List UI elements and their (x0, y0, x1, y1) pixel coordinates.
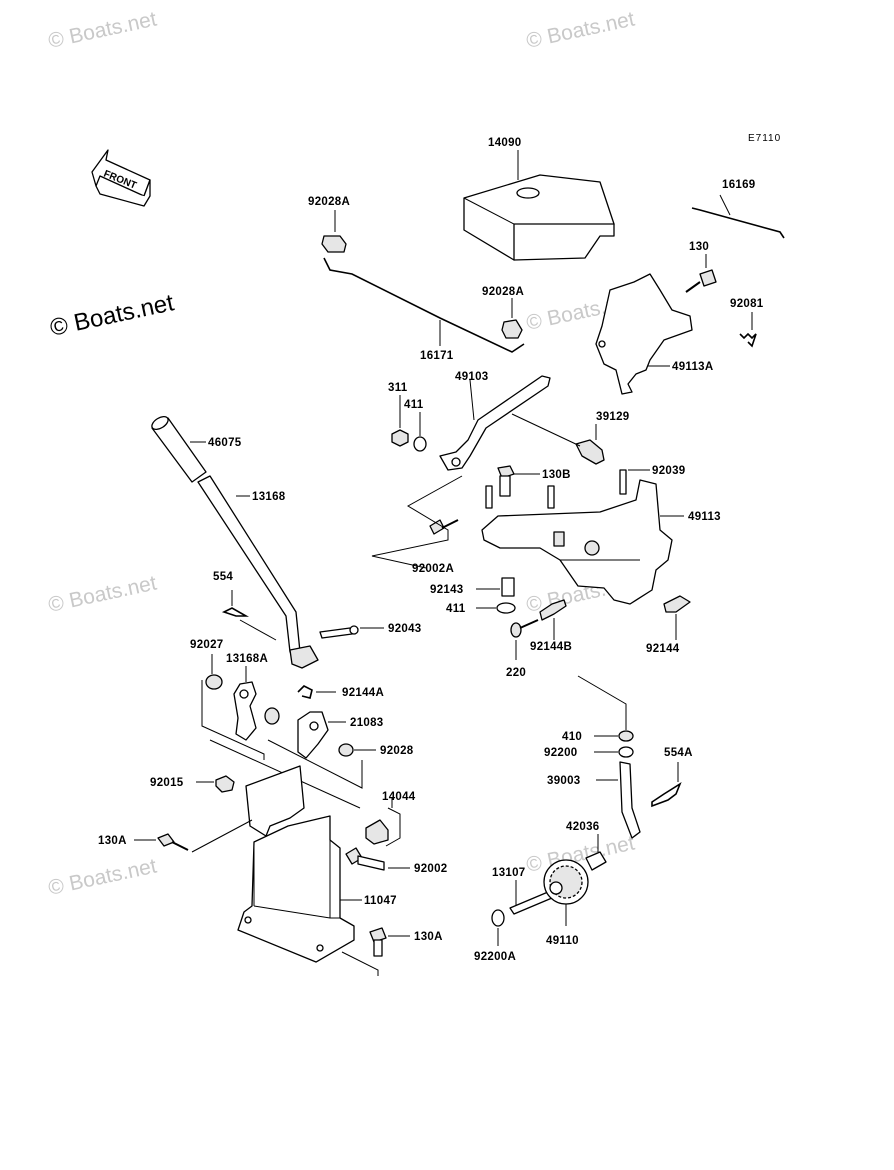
front-arrow-icon: FRONT (91, 149, 151, 207)
rod-16171 (323, 257, 525, 353)
clip-554A (651, 762, 682, 808)
label-130A: 130A (414, 931, 443, 943)
label-130A: 130A (98, 835, 127, 847)
label-92144A: 92144A (342, 687, 384, 699)
spring-92144A (297, 685, 336, 699)
label-92028A: 92028A (482, 286, 524, 298)
rod-16169 (691, 194, 785, 239)
part-labels: 14090 16169 92028A 130 92028A 92081 1617… (98, 137, 764, 963)
collar-42036 (585, 834, 607, 871)
label-410: 410 (562, 731, 582, 743)
label-92200A: 92200A (474, 951, 516, 963)
collar-92027 (205, 654, 223, 690)
clip-92028A-top (321, 210, 347, 253)
label-16171: 16171 (420, 350, 454, 362)
label-130: 130 (689, 241, 709, 253)
nut-311 (391, 395, 409, 447)
label-49110: 49110 (546, 935, 579, 947)
watermark: © Boats.net (46, 571, 159, 616)
label-92200: 92200 (544, 747, 577, 759)
label-49113: 49113 (688, 511, 721, 523)
label-311: 311 (388, 382, 408, 394)
spring-92144 (663, 595, 691, 640)
label-411: 411 (404, 399, 424, 411)
label-49113A: 49113A (672, 361, 713, 373)
label-14090: 14090 (488, 137, 521, 149)
label-92028A: 92028A (308, 196, 350, 208)
bolt-130B (497, 465, 540, 497)
grip-46075 (151, 415, 207, 483)
bolt-92002 (345, 847, 410, 871)
label-554A: 554A (664, 747, 693, 759)
pin-92043 (319, 625, 384, 639)
lever-13168A (233, 666, 280, 741)
washer-410 (577, 675, 634, 742)
label-92043: 92043 (388, 623, 421, 635)
clip-92028 (338, 743, 376, 757)
bolt-130-top (685, 254, 717, 293)
label-220: 220 (506, 667, 526, 679)
bracket-14044 (245, 765, 401, 847)
label-11047: 11047 (364, 895, 397, 907)
bracket-49113 (481, 479, 684, 605)
label-16169: 16169 (722, 179, 755, 191)
pin-554 (221, 590, 277, 641)
gear-49110 (543, 859, 589, 926)
pin-92039 (619, 469, 650, 495)
label-13168A: 13168A (226, 653, 268, 665)
label-92015: 92015 (150, 777, 184, 789)
collar-92143 (476, 577, 515, 597)
label-92028: 92028 (380, 745, 414, 757)
watermark-main: © Boats.net (48, 289, 177, 342)
link-39003 (596, 761, 641, 839)
bolt-92002A (371, 475, 463, 569)
washer-411-top (413, 412, 427, 452)
clip-92028A-mid (501, 298, 523, 339)
label-411: 411 (446, 603, 466, 615)
washer-92200 (594, 746, 634, 758)
label-130B: 130B (542, 469, 571, 481)
spring-92081 (739, 312, 757, 348)
label-92144B: 92144B (530, 641, 572, 653)
bracket-49113A (595, 273, 693, 395)
cover-14090 (463, 150, 615, 261)
bolt-130A-left (134, 819, 253, 853)
spring-39129 (511, 413, 605, 465)
spring-92144B (539, 599, 567, 640)
label-92027: 92027 (190, 639, 223, 651)
label-49103: 49103 (455, 371, 488, 383)
washer-411-mid (476, 602, 516, 614)
label-39129: 39129 (596, 411, 629, 423)
label-92002: 92002 (414, 863, 447, 875)
label-92081: 92081 (730, 298, 764, 310)
label-92002A: 92002A (412, 563, 454, 575)
label-14044: 14044 (382, 791, 416, 803)
diagram-code: E7110 (748, 133, 781, 144)
label-92143: 92143 (430, 584, 463, 596)
washer-92200A (491, 909, 505, 946)
label-42036: 42036 (566, 821, 599, 833)
bracket-21083 (297, 711, 346, 759)
watermarks: © Boats.net © Boats.net © Boats.net © Bo… (46, 7, 637, 899)
label-13107: 13107 (492, 867, 525, 879)
label-39003: 39003 (547, 775, 580, 787)
stand-11047 (237, 815, 362, 963)
watermark: © Boats.net (46, 854, 159, 899)
label-13168: 13168 (252, 491, 286, 503)
screw-220 (510, 619, 539, 660)
watermark: © Boats.net (524, 7, 637, 52)
watermark: © Boats.net (46, 7, 159, 52)
label-21083: 21083 (350, 717, 383, 729)
label-46075: 46075 (208, 437, 242, 449)
label-92039: 92039 (652, 465, 685, 477)
rod-13168 (197, 475, 319, 669)
label-92144: 92144 (646, 643, 680, 655)
nut-92015 (196, 775, 235, 793)
bolt-130A-bottom (341, 927, 410, 976)
label-554: 554 (213, 571, 233, 583)
lever-49103 (439, 375, 551, 471)
